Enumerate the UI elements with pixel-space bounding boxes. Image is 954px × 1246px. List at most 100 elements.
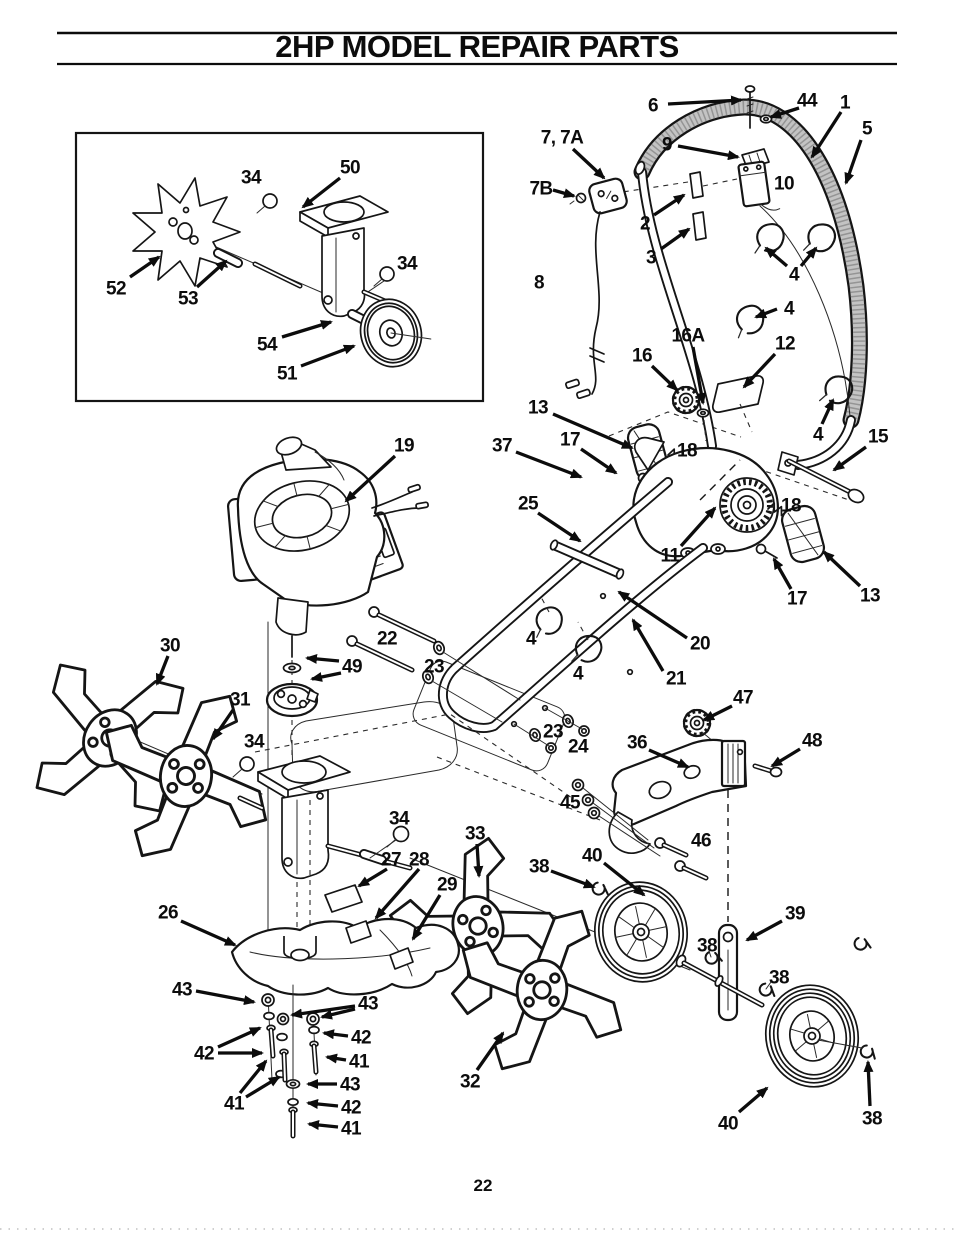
callout-arrow — [677, 144, 740, 161]
nuts-45 — [571, 778, 661, 857]
part-label-27: 27 — [381, 850, 401, 871]
shaft — [252, 261, 303, 289]
callout-arrow — [300, 344, 356, 368]
part-label-43: 43 — [358, 994, 378, 1015]
part-label-31: 31 — [230, 690, 251, 711]
callout-arrow — [305, 653, 340, 664]
decal-3 — [692, 211, 707, 241]
washer-16A — [696, 408, 710, 442]
part-label-17: 17 — [560, 430, 580, 451]
switch-box-10 — [737, 160, 781, 211]
part-label-6: 6 — [648, 96, 658, 117]
callout-arrow — [820, 398, 835, 425]
part-label-22: 22 — [377, 629, 397, 650]
washer-42 — [308, 1025, 320, 1035]
callout-arrow — [238, 1059, 268, 1095]
callout-arrow — [580, 447, 618, 475]
callout-arrow — [217, 1026, 262, 1049]
part-label-4: 4 — [573, 664, 584, 685]
callout-arrow — [537, 511, 582, 543]
nut-43 — [306, 1012, 320, 1026]
decal-27 — [324, 884, 363, 913]
part-label-13: 13 — [860, 586, 880, 607]
part-label-38: 38 — [529, 857, 549, 878]
part-label-39: 39 — [785, 904, 805, 925]
part-label-40: 40 — [582, 846, 602, 867]
ring-clip-34 — [373, 266, 395, 287]
callout-arrow — [679, 506, 717, 548]
screw-17 — [755, 543, 778, 559]
callout-arrow — [281, 320, 333, 339]
decal-28 — [345, 920, 372, 944]
callout-arrow — [754, 307, 778, 319]
callout-arrow — [742, 352, 777, 389]
decal-12 — [711, 374, 765, 414]
nut-43 — [276, 1012, 290, 1026]
callout-arrow — [325, 1053, 347, 1064]
part-label-11: 11 — [661, 546, 681, 567]
part-label-4: 4 — [784, 299, 795, 320]
inset-detail-box — [74, 131, 485, 403]
knob-47 — [682, 708, 712, 738]
callout-arrow — [617, 590, 688, 640]
part-label-45: 45 — [560, 793, 581, 814]
crankcase — [275, 597, 309, 636]
part-label-4: 4 — [789, 265, 800, 286]
callout-arrow — [515, 450, 583, 479]
part-label-46: 46 — [691, 831, 711, 852]
part-label-34: 34 — [244, 732, 265, 753]
part-label-19: 19 — [394, 436, 414, 457]
part-label-34: 34 — [389, 809, 410, 830]
part-label-2: 2 — [640, 214, 650, 235]
part-label-50: 50 — [340, 158, 360, 179]
nut-24 — [578, 725, 590, 737]
callout-arrow — [764, 246, 789, 268]
callout-arrow — [310, 671, 342, 682]
stake-slot-block — [720, 739, 747, 788]
part-label-42: 42 — [341, 1098, 361, 1119]
lower-handle — [290, 477, 708, 793]
bolt-22 — [368, 606, 437, 644]
part-label-33: 33 — [465, 824, 485, 845]
housing-boss — [719, 477, 775, 533]
part-label-17: 17 — [787, 589, 807, 610]
tube-end — [634, 160, 646, 176]
callout-arrow — [155, 655, 170, 686]
screw-6 — [744, 85, 756, 129]
callout-arrow — [691, 346, 707, 405]
part-label-28: 28 — [409, 850, 429, 871]
callout-arrow — [769, 106, 800, 119]
callout-arrow — [650, 364, 679, 392]
callout-arrow — [602, 861, 646, 897]
callout-arrow — [550, 869, 596, 889]
bolt-41 — [309, 1040, 319, 1075]
decal-2 — [689, 171, 704, 199]
ring-clip-34 — [256, 193, 278, 214]
callout-arrow — [745, 919, 783, 942]
page-header: 2HP MODEL REPAIR PARTS — [57, 29, 897, 66]
part-label-34: 34 — [397, 254, 418, 275]
part-label-16: 16 — [632, 346, 652, 367]
callout-arrow — [473, 843, 484, 878]
part-label-51: 51 — [277, 364, 298, 385]
screw-7B — [569, 192, 587, 205]
callout-arrow — [411, 894, 442, 941]
callout-arrow — [863, 1060, 874, 1107]
wheel-40-upper — [593, 881, 689, 983]
nut-43 — [285, 1078, 301, 1090]
callout-arrow — [702, 704, 733, 722]
callout-arrow — [374, 867, 421, 920]
callout-arrow — [653, 193, 686, 217]
part-label-41: 41 — [224, 1094, 245, 1115]
part-label-36: 36 — [627, 733, 647, 754]
callout-arrow — [667, 95, 743, 106]
part-label-30: 30 — [160, 636, 180, 657]
bolt-41 — [279, 1048, 289, 1083]
washer-42 — [276, 1032, 288, 1042]
wire-harness-8 — [591, 211, 601, 395]
callout-arrow — [245, 1075, 281, 1099]
axle-bolt-38 — [675, 954, 765, 1008]
callout-arrow — [344, 454, 397, 503]
